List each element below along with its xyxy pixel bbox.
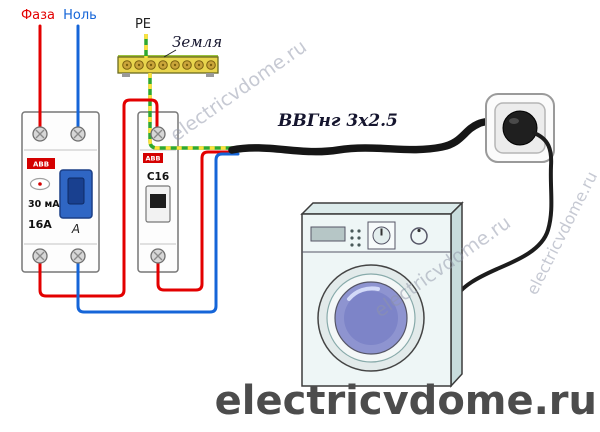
rcd-sensitivity-label: 30 мА — [28, 199, 60, 210]
watermark-diagonal-3: electricvdome.ru — [523, 168, 600, 298]
cable-label: ВВГнг 3х2.5 — [277, 111, 398, 131]
power-plug — [502, 110, 538, 146]
washing-machine — [300, 201, 464, 388]
panel-buttons — [350, 229, 361, 247]
program-selector — [367, 221, 396, 250]
plug-cord — [449, 131, 554, 312]
rcd-brand-label: ABB — [33, 161, 49, 169]
control-knob — [410, 227, 428, 245]
rcd-toggle — [59, 169, 93, 219]
breaker-model-label: C16 — [147, 171, 169, 183]
circuit-breaker: ABB C16 — [137, 111, 179, 273]
neutral-label: Ноль — [63, 8, 97, 23]
power-cable — [228, 117, 496, 156]
earth-label: Земля — [172, 33, 222, 51]
watermark-large: electricvdome.ru — [215, 378, 597, 424]
earth-pointer-line — [163, 49, 177, 58]
breaker-toggle — [145, 185, 171, 223]
breaker-brand-label: ABB — [146, 155, 161, 163]
rcd-type-label: A — [71, 222, 80, 236]
phase-link-wire — [38, 98, 238, 298]
rcd-brand-badge — [27, 158, 55, 169]
rcd-rating-label: 16А — [28, 218, 52, 231]
phase-label: Фаза — [21, 8, 55, 23]
neutral-link-wire — [76, 152, 240, 314]
ground-busbar — [117, 55, 219, 77]
pe-wire — [144, 34, 236, 150]
detergent-drawer — [310, 226, 346, 242]
rcd-device: ABB 30 мА 16А A — [21, 111, 100, 273]
breaker-brand-badge — [143, 153, 163, 163]
door — [317, 264, 425, 372]
pe-label: PE — [135, 17, 151, 32]
